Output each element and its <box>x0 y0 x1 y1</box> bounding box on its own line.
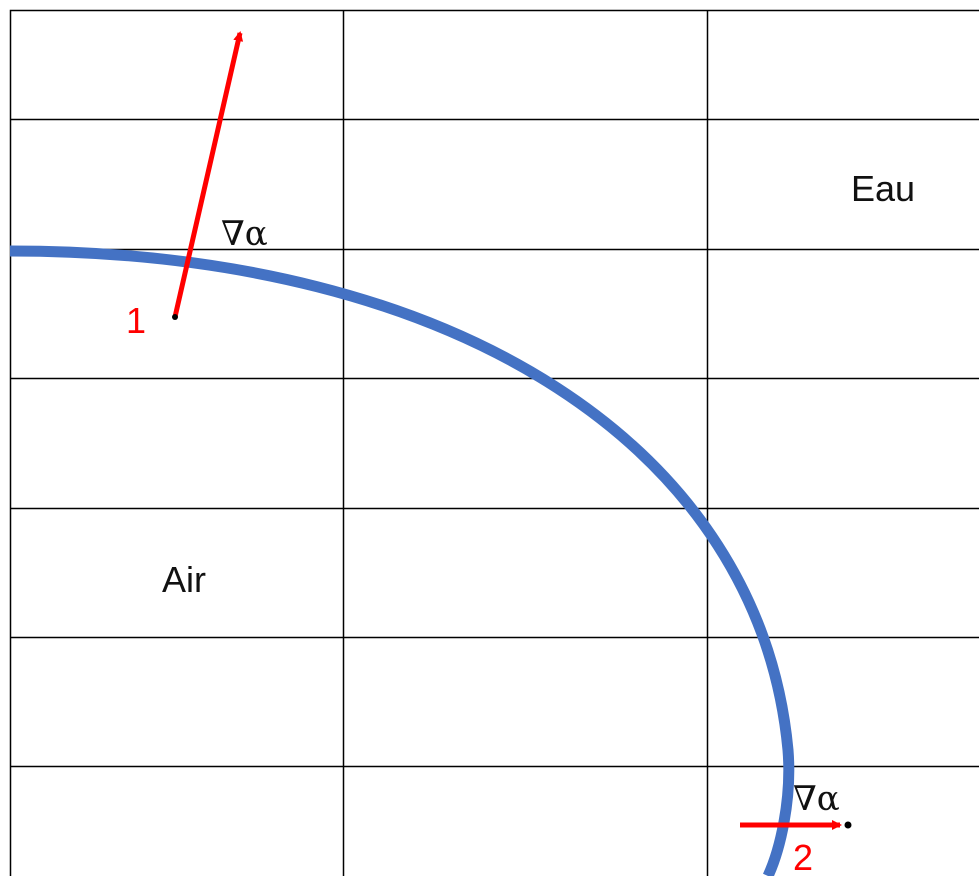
air-region-label: Air <box>162 559 206 600</box>
vector-1-origin-dot <box>172 314 178 320</box>
gradient-vector-1: 1 ∇α <box>126 31 268 341</box>
water-region-label: Eau <box>851 168 915 209</box>
vector-1-arrow <box>172 31 244 318</box>
grid-border <box>9 9 979 876</box>
vector-2-number: 2 <box>793 837 813 876</box>
vector-1-gradient-label: ∇α <box>221 214 268 254</box>
vector-2-gradient-label: ∇α <box>793 779 840 819</box>
vector-1-number: 1 <box>126 300 146 341</box>
gradient-vector-2: 2 ∇α <box>740 779 852 876</box>
vector-2-end-dot <box>844 821 852 829</box>
interface-curve <box>9 245 795 876</box>
cell-grid <box>9 9 979 876</box>
